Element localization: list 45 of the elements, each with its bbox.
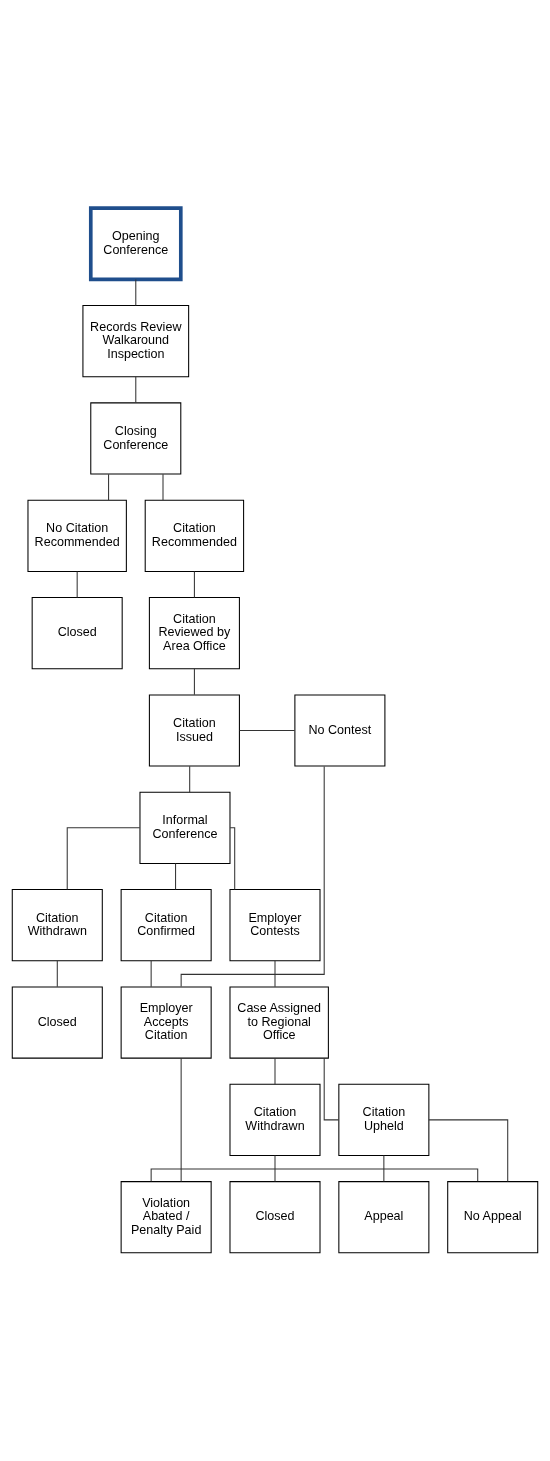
connector — [193, 570, 195, 598]
connector — [180, 765, 325, 988]
node-box: Closed — [31, 597, 123, 670]
node-box: Citation Upheld — [338, 1083, 430, 1156]
connector — [189, 765, 191, 793]
node-box: Closed — [229, 1181, 321, 1254]
connector — [428, 1119, 509, 1183]
connector — [135, 278, 137, 306]
node-box: Citation Recommended — [144, 499, 245, 572]
connector — [76, 570, 78, 598]
node-box: No Citation Recommended — [27, 499, 127, 572]
node-box: Employer Contests — [229, 889, 321, 962]
connector — [150, 1168, 479, 1182]
connector — [229, 827, 236, 891]
connector — [162, 473, 164, 501]
node-box: Violation Abated / Penalty Paid — [120, 1181, 212, 1254]
node-box: Case Assigned to Regional Office — [229, 986, 329, 1059]
connector — [383, 1155, 385, 1183]
connector — [135, 376, 137, 404]
connector — [150, 960, 152, 988]
connector — [175, 863, 177, 891]
connector — [323, 1057, 340, 1121]
node-box: Employer Accepts Citation — [120, 986, 212, 1059]
node-box: Records Review Walkaround Inspection — [82, 305, 190, 378]
connector — [66, 827, 141, 891]
connector — [108, 473, 110, 501]
node-box: Closing Conference — [90, 402, 182, 475]
node-box: No Contest — [294, 694, 386, 767]
node-box: Citation Withdrawn — [229, 1083, 321, 1156]
connector — [56, 960, 58, 988]
connector — [180, 1057, 182, 1182]
connector — [274, 1155, 276, 1183]
node-box: Citation Issued — [148, 694, 240, 767]
node-box: Closed — [11, 986, 103, 1059]
node-box: Citation Reviewed by Area Office — [148, 597, 240, 670]
node-box: Opening Conference — [88, 206, 183, 282]
node-box: Appeal — [338, 1181, 430, 1254]
node-box: Citation Confirmed — [120, 889, 212, 962]
connector — [193, 668, 195, 696]
connector — [274, 1057, 276, 1085]
node-box: No Appeal — [447, 1181, 539, 1254]
connector — [274, 960, 276, 988]
node-box: Citation Withdrawn — [11, 889, 103, 962]
connector — [239, 729, 296, 732]
node-box: Informal Conference — [139, 791, 231, 864]
